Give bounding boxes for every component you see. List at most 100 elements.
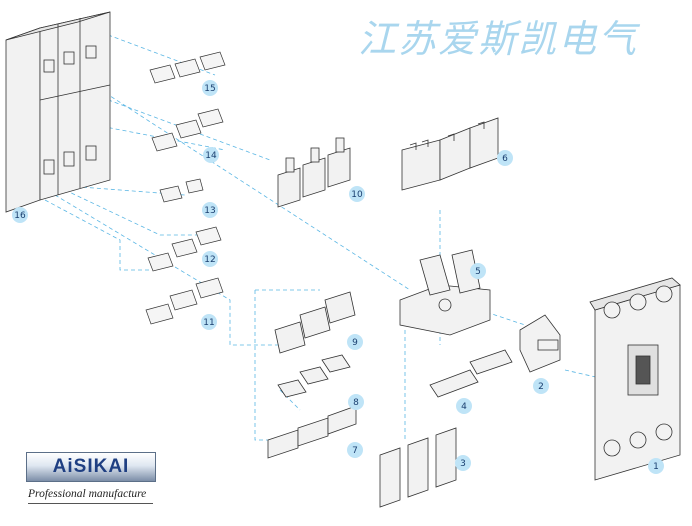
terminal-tab — [310, 147, 320, 163]
housing-slot — [85, 145, 97, 161]
callout-bubble — [203, 147, 219, 163]
company-name-watermark: 江苏爱斯凯电气 — [358, 17, 639, 61]
plate — [171, 238, 198, 258]
logo-text: AiSIKAI — [52, 456, 130, 477]
housing-slot — [63, 151, 75, 167]
breaker-port — [603, 301, 621, 319]
breaker-port — [655, 285, 673, 303]
chute-fin — [477, 121, 485, 129]
callout-1: 1 — [653, 462, 659, 472]
callout-bubble — [202, 80, 218, 96]
link — [429, 369, 479, 398]
callout-bubble — [533, 378, 549, 394]
terminals-10 — [277, 137, 351, 208]
plate — [149, 64, 176, 84]
bracket — [327, 405, 357, 435]
callout-10: 10 — [351, 190, 363, 200]
plate — [145, 303, 174, 325]
breaker-toggle — [635, 355, 651, 385]
contact — [324, 291, 356, 324]
plates-11 — [145, 277, 224, 325]
callout-6: 6 — [502, 154, 508, 164]
contact — [274, 321, 306, 354]
bracket — [297, 417, 329, 447]
leader-line — [69, 69, 411, 291]
housing-slot — [43, 59, 55, 73]
housing-16 — [5, 11, 111, 213]
callout-bubble — [347, 334, 363, 350]
terminal-tab — [285, 157, 295, 173]
breaker-port — [603, 439, 621, 457]
callout-bubble — [12, 207, 28, 223]
plate — [195, 277, 224, 299]
callout-bubble — [455, 455, 471, 471]
callout-bubble — [202, 251, 218, 267]
callout-3: 3 — [460, 459, 466, 469]
terminal — [327, 147, 351, 188]
link — [469, 349, 513, 375]
links-4 — [429, 349, 513, 398]
callout-4: 4 — [461, 402, 467, 412]
chute-fin — [447, 133, 455, 141]
brand-tagline: Professional manufacture — [28, 488, 147, 500]
breaker-port — [629, 293, 647, 311]
terminal-bracket — [435, 427, 457, 488]
chute-fin — [409, 142, 417, 150]
tagline-divider — [28, 503, 153, 504]
leader-line — [44, 199, 150, 271]
leader-line — [54, 194, 300, 346]
housing-side — [5, 27, 41, 213]
callout-bubble — [497, 150, 513, 166]
callout-2: 2 — [538, 382, 544, 392]
handle-2 — [519, 314, 561, 373]
strips-8 — [277, 354, 351, 398]
breaker-1 — [589, 277, 681, 481]
plates-12 — [147, 226, 222, 272]
terminal — [277, 167, 301, 208]
leader-line — [279, 389, 301, 411]
strip — [299, 366, 329, 385]
housing-slot — [85, 45, 97, 59]
terminal-bracket — [407, 437, 429, 498]
plate — [159, 185, 183, 203]
mechanism-arm — [451, 249, 481, 294]
callout-bubble — [348, 394, 364, 410]
mechanism-arm — [419, 254, 451, 296]
leader-lines — [44, 29, 601, 441]
plates-15 — [149, 51, 226, 84]
terminal — [302, 157, 326, 198]
strip — [277, 379, 307, 398]
bracket — [267, 429, 299, 459]
plate — [169, 289, 198, 311]
plate — [147, 252, 174, 272]
callout-bubble — [648, 458, 664, 474]
brand-logo: AiSIKAI — [26, 452, 156, 482]
housing-slot — [43, 159, 55, 175]
plate — [199, 51, 226, 71]
arc-chute — [439, 127, 471, 181]
callout-11: 11 — [203, 318, 214, 328]
handle-lever — [537, 339, 559, 351]
callout-9: 9 — [352, 338, 358, 348]
callout-bubble — [347, 442, 363, 458]
leader-line — [254, 290, 275, 441]
callout-12: 12 — [204, 255, 215, 265]
terminal-tab — [335, 137, 345, 153]
callouts: 1 2 3 4 5 6 7 8 9 10 11 12 13 14 15 16 — [12, 80, 664, 474]
callout-8: 8 — [353, 398, 359, 408]
plate — [151, 132, 178, 152]
leader-line — [64, 189, 205, 236]
callout-bubble — [201, 314, 217, 330]
callout-15: 15 — [204, 84, 215, 94]
arc-chute — [401, 139, 441, 191]
plate — [185, 178, 204, 194]
callout-13: 13 — [204, 206, 215, 216]
plate — [174, 58, 201, 78]
terminal-bracket — [379, 447, 401, 508]
callout-14: 14 — [205, 151, 217, 161]
breaker-port — [629, 431, 647, 449]
plate — [197, 108, 224, 128]
plates-13 — [159, 178, 204, 203]
housing-seam — [39, 84, 111, 101]
